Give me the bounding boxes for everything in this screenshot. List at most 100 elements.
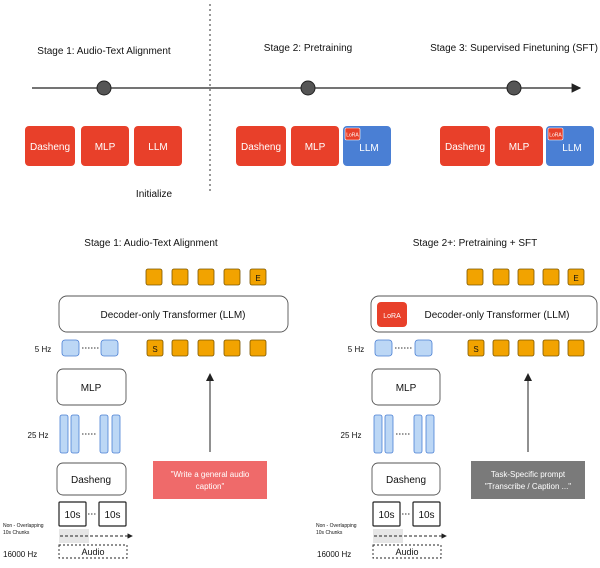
audio-chunk <box>372 501 401 527</box>
timeline-node-stage3 <box>506 80 522 96</box>
mlp-label: MLP <box>81 383 102 394</box>
output-token <box>145 268 163 286</box>
prompt-text-line1: "Write a general audio <box>171 470 250 479</box>
chunks-note-line2: 10s Chunks <box>3 530 30 536</box>
text-token <box>492 339 510 357</box>
right-output-tokens: E <box>466 268 585 286</box>
stage1-label: Stage 1: Audio-Text Alignment <box>37 46 171 57</box>
audio-embedding-token <box>100 339 119 357</box>
chunks-note-line1: Non - Overlapping <box>3 523 44 529</box>
audio-embedding-token <box>414 339 433 357</box>
prompt-box <box>153 461 267 499</box>
llm-label: LLM <box>148 142 167 153</box>
llm-label: LLM <box>562 143 581 154</box>
output-token <box>171 268 189 286</box>
audio-chunk-label: 10s <box>418 510 434 521</box>
audio-chunk <box>58 501 87 527</box>
right-panel-title: Stage 2+: Pretraining + SFT <box>413 238 538 249</box>
audio-embedding-token <box>61 339 80 357</box>
output-token <box>223 268 241 286</box>
audio-chunk-label: 10s <box>104 510 120 521</box>
rate-5hz-label: 5 Hz <box>348 345 364 354</box>
output-token <box>492 268 510 286</box>
dasheng-block <box>236 126 286 166</box>
end-token-label: E <box>255 274 260 283</box>
lora-label: LoRA <box>346 133 359 139</box>
end-token <box>567 268 585 286</box>
feature-frame <box>99 414 109 454</box>
audio-chunk <box>412 501 441 527</box>
dasheng-label: Dasheng <box>30 142 70 153</box>
output-token <box>197 268 215 286</box>
text-token <box>223 339 241 357</box>
end-token <box>249 268 267 286</box>
output-token <box>517 268 535 286</box>
output-token <box>542 268 560 286</box>
start-token-label: S <box>473 345 478 354</box>
text-token <box>197 339 215 357</box>
left-output-tokens: E <box>145 268 267 286</box>
text-token <box>249 339 267 357</box>
feature-frame <box>111 414 121 454</box>
decoder-transformer-box <box>58 295 289 333</box>
start-token <box>467 339 485 357</box>
mlp-block <box>495 126 543 166</box>
mlp-label: MLP <box>509 142 530 153</box>
feature-frame <box>59 414 69 454</box>
mlp-block <box>81 126 129 166</box>
mlp-label: MLP <box>396 383 417 394</box>
feature-frame <box>70 414 80 454</box>
decoder-transformer-label: Decoder-only Transformer (LLM) <box>100 310 245 321</box>
start-token-label: S <box>152 345 157 354</box>
dasheng-label: Dasheng <box>241 142 281 153</box>
llm-label: LLM <box>359 143 378 154</box>
left-25hz-features <box>59 414 121 454</box>
audio-box <box>372 544 442 559</box>
audio-label: Audio <box>81 547 104 557</box>
lora-badge <box>547 127 564 141</box>
stage3-label: Stage 3: Supervised Finetuning (SFT) <box>430 43 598 54</box>
right-input-tokens: S <box>467 339 585 357</box>
dasheng-block <box>25 126 75 166</box>
audio-shading <box>373 529 403 543</box>
audio-shading <box>59 529 89 543</box>
rate-16k-label: 16000 Hz <box>3 550 37 559</box>
stage3-blocks: Dasheng MLP LLM LoRA <box>440 126 594 166</box>
dasheng-box <box>371 462 441 496</box>
llm-block <box>134 126 182 166</box>
initialize-label: Initialize <box>136 189 173 200</box>
audio-label: Audio <box>395 547 418 557</box>
decoder-transformer-box <box>370 295 598 333</box>
chunks-note-line1: Non - Overlapping <box>316 523 357 529</box>
start-token <box>146 339 164 357</box>
chunks-note-line2: 10s Chunks <box>316 530 343 536</box>
end-token-label: E <box>573 274 578 283</box>
dasheng-label: Dasheng <box>386 475 426 486</box>
mlp-box <box>56 368 127 406</box>
timeline-node-stage2 <box>300 80 316 96</box>
prompt-text-line2: caption" <box>196 482 225 491</box>
text-token <box>567 339 585 357</box>
rate-16k-label: 16000 Hz <box>317 550 351 559</box>
audio-chunk-label: 10s <box>378 510 394 521</box>
audio-chunk <box>98 501 127 527</box>
mlp-label: MLP <box>95 142 116 153</box>
mlp-label: MLP <box>305 142 326 153</box>
audio-chunk-label: 10s <box>64 510 80 521</box>
audio-embedding-token <box>374 339 393 357</box>
prompt-box <box>471 461 585 499</box>
timeline-node-stage1 <box>96 80 112 96</box>
left-input-tokens: S <box>146 339 267 357</box>
text-token <box>542 339 560 357</box>
mlp-box <box>371 368 441 406</box>
prompt-text-line2: "Transcribe / Caption ..." <box>485 482 571 491</box>
lora-badge <box>344 127 361 141</box>
rate-25hz-label: 25 Hz <box>28 431 49 440</box>
feature-frame <box>425 414 435 454</box>
lora-adapter <box>377 302 407 327</box>
output-token <box>466 268 484 286</box>
mlp-block <box>291 126 339 166</box>
stage2-blocks: Dasheng MLP LLM LoRA <box>236 126 391 166</box>
prompt-text-line1: Task-Specific prompt <box>491 470 566 479</box>
